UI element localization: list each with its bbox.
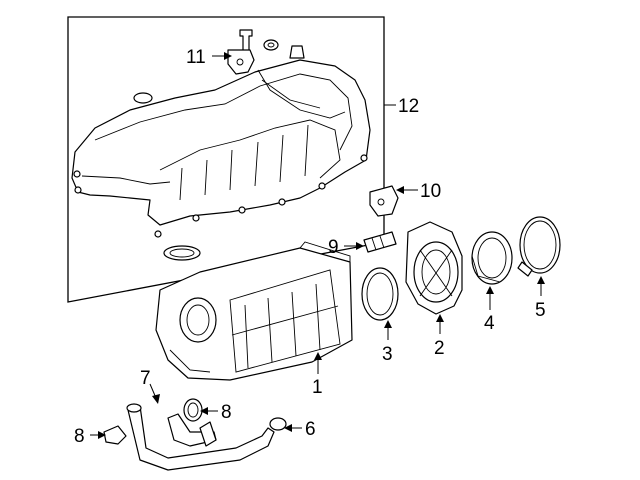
callout-6: 6 [305, 419, 316, 440]
intake-manifold [71, 45, 371, 261]
leader-lines [90, 52, 545, 439]
callout-2: 2 [434, 338, 445, 359]
gasket-ring [361, 267, 399, 321]
temperature-sensor [363, 231, 397, 253]
callout-11: 11 [186, 47, 206, 68]
callout-3: 3 [382, 344, 393, 365]
bolt-and-grommet [227, 29, 279, 75]
callout-1: 1 [312, 377, 323, 398]
coolant-pipe-6 [167, 413, 287, 447]
callout-7: 7 [140, 368, 151, 389]
callout-8-upper: 8 [221, 402, 232, 423]
sensor-bracket [369, 185, 399, 217]
callout-4: 4 [484, 313, 495, 334]
pipe-clamp-lower [103, 425, 127, 445]
callout-12: 12 [398, 96, 419, 117]
callout-10: 10 [420, 181, 441, 202]
callout-9: 9 [328, 237, 339, 258]
callout-8-lower: 8 [74, 426, 85, 447]
coolant-pipe-7 [126, 403, 275, 471]
throttle-body [405, 221, 463, 315]
charge-air-cooler [155, 241, 353, 381]
callout-5: 5 [535, 300, 546, 321]
duct-ring [471, 231, 513, 285]
pipe-clamp-upper [183, 398, 203, 422]
hose-clamp [517, 216, 561, 277]
